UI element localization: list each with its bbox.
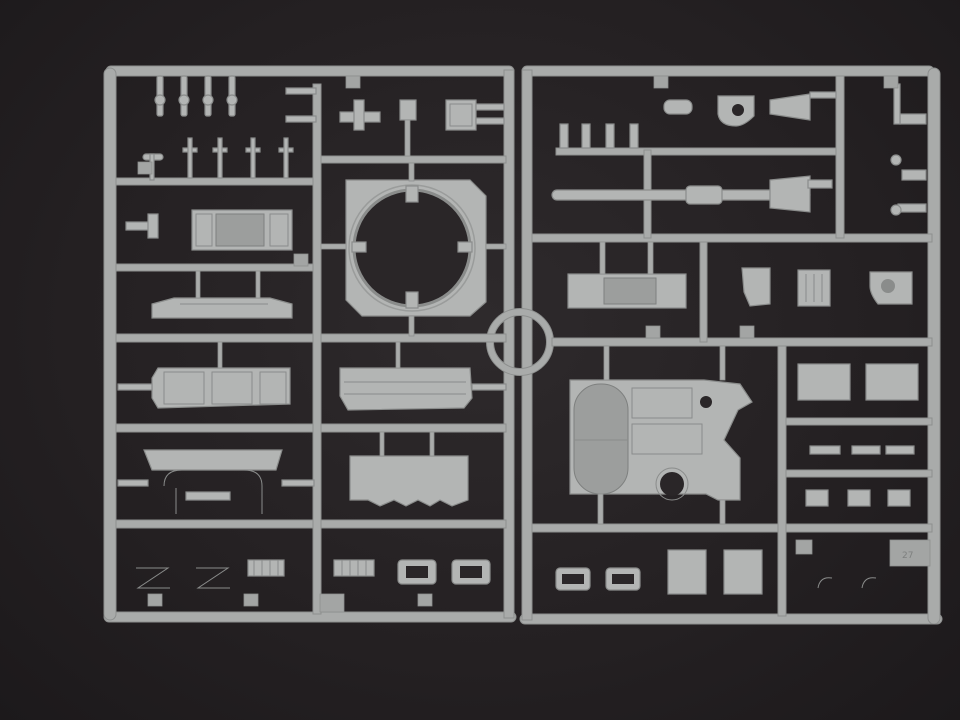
toothed-plate [349, 431, 469, 507]
bottom-right-parts: 27 [555, 539, 931, 595]
small-plates-grid [797, 363, 919, 507]
flat-plate-part [151, 270, 293, 319]
gun-barrel-part [551, 175, 833, 213]
hull-deck-part [569, 345, 753, 525]
cross-pieces [142, 137, 294, 181]
hull-side-part-2 [339, 341, 507, 411]
part-number-tabs [137, 75, 899, 607]
hull-side-part [117, 341, 291, 409]
right-half-parts: 27 [551, 83, 931, 595]
angled-bracket-parts [741, 267, 913, 307]
small-parts-top-middle [285, 87, 505, 157]
sprue-frame [103, 65, 943, 625]
left-half-parts [117, 75, 507, 613]
sprue-code-label: 27 [902, 551, 913, 561]
small-parts-top-right [559, 91, 837, 149]
bottom-left-parts [136, 559, 491, 613]
turret-ring-plate [320, 162, 507, 337]
pin-row-top [154, 75, 238, 117]
bracket-part [125, 209, 293, 251]
fender-part [117, 449, 315, 514]
box-plate-part [567, 241, 687, 309]
small-parts-far-right [890, 83, 927, 216]
